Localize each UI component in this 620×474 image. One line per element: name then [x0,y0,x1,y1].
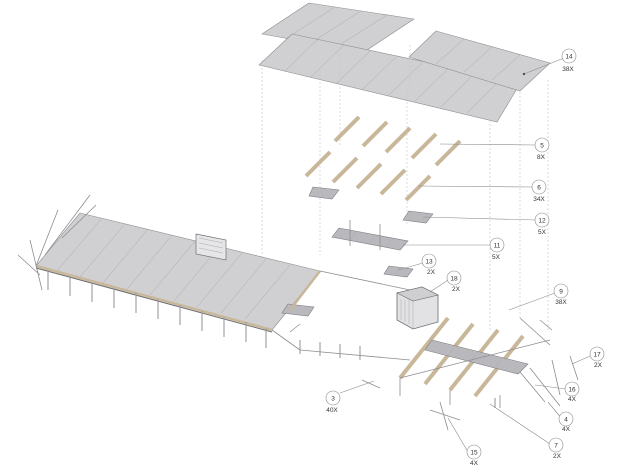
plate-13 [383,265,414,278]
roof-panel-right [408,30,551,92]
callout-4: 4 4X [558,411,574,433]
callout-14: 14 38X [561,48,577,73]
callout-quantity: 2X [452,286,461,293]
callout-3: 3 40X [325,390,341,414]
callout-number: 17 [593,352,601,359]
loose-parts [361,355,579,431]
callout-number: 5 [540,143,544,150]
callout-quantity: 34X [533,196,545,203]
roof-panels [258,2,551,123]
callout-quantity: 2X [427,269,436,276]
callout-number: 14 [565,54,573,61]
right-frame-plate [424,339,529,375]
callout-quantity: 38X [562,66,574,73]
callout-13: 13 2X [421,253,437,276]
plate-12 [402,210,434,224]
callout-11: 11 5X [489,237,505,261]
callout-quantity: 2X [553,453,562,460]
beam-set-upper [333,115,462,167]
callout-16: 16 4X [564,381,580,403]
callout-number: 15 [470,450,478,457]
module-18 [396,286,439,330]
left-deck-surface [35,212,321,331]
callout-12: 12 5X [534,212,550,236]
callout-18: 18 2X [446,270,462,293]
callout-15: 15 4X [466,444,482,467]
callout-number: 4 [564,417,568,424]
callout-quantity: 8X [537,154,546,161]
callout-quantity: 38X [555,299,567,306]
callout-6: 6 34X [531,179,547,203]
callout-leaders [339,57,591,453]
right-frame [398,316,553,408]
callout-number: 3 [331,396,335,403]
left-deck [17,194,411,361]
plate-connector [281,303,315,317]
callout-number: 7 [554,443,558,450]
callout-5: 5 8X [534,137,550,161]
beam-set-lower [304,150,432,202]
callout-number: 16 [568,387,576,394]
plate-row-11 [331,227,409,251]
callout-number: 18 [450,276,458,283]
callout-quantity: 2X [594,362,603,369]
callout-number: 6 [537,185,541,192]
callout-quantity: 5X [538,229,547,236]
callout-quantity: 4X [562,426,571,433]
callout-number: 9 [559,289,563,296]
callout-quantity: 4X [568,396,577,403]
plate-left [308,186,340,200]
callout-number: 11 [494,243,501,250]
callout-quantity: 5X [492,254,501,261]
callout-quantity: 4X [470,460,479,467]
stair-module [195,233,227,261]
callout-number: 12 [538,218,546,225]
callout-17: 17 2X [589,346,605,369]
callout-7: 7 2X [548,437,564,460]
callout-number: 13 [425,259,433,266]
callout-quantity: 40X [326,407,338,414]
callout-9: 9 38X [553,283,569,306]
